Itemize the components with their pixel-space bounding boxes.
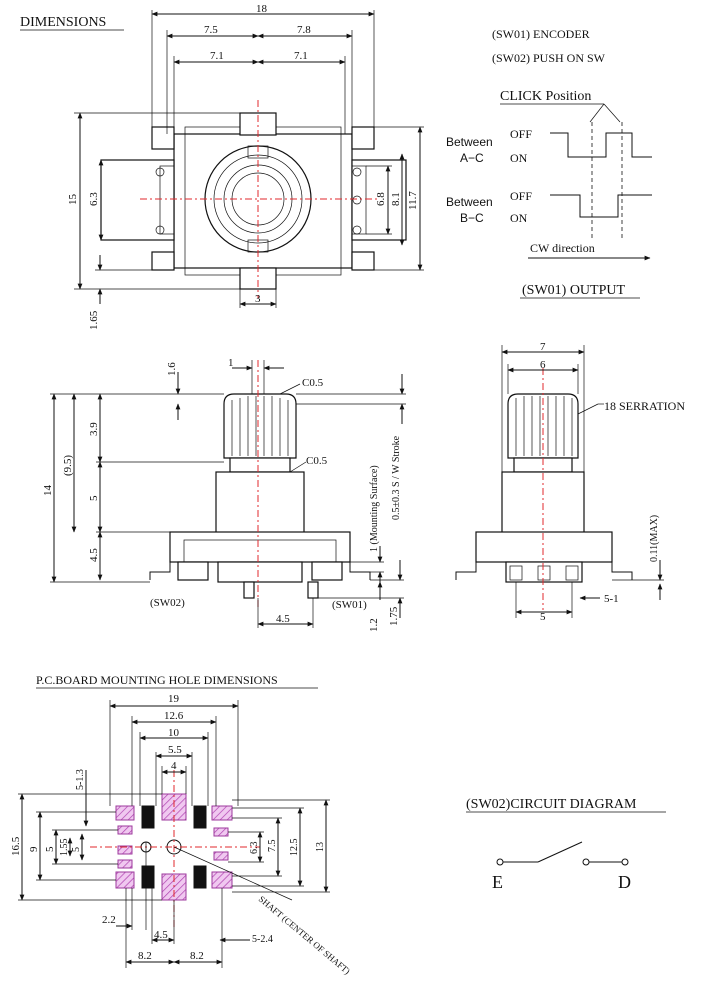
dim-label: 1.55: [59, 839, 70, 857]
chamfer-label-top: C0.5: [302, 377, 324, 389]
dim-label: 1.6: [166, 362, 178, 376]
between-bc-line1: Between: [446, 195, 493, 209]
terminal-e-label: E: [492, 872, 503, 892]
dim-label: 7.1: [294, 50, 308, 62]
dim-label: 3.9: [88, 422, 100, 436]
dimensions-title: DIMENSIONS: [20, 15, 106, 30]
serration-label: 18 SERRATION: [604, 399, 685, 413]
sw01-label: (SW01): [332, 599, 367, 611]
between-ac-line2: A−C: [460, 151, 484, 165]
dim-label: 5: [71, 847, 82, 852]
dim-label: 7.8: [297, 24, 311, 36]
sw02-label: (SW02): [150, 597, 185, 609]
dim-label: 18: [256, 3, 268, 15]
dim-label: 5: [540, 611, 546, 623]
dim-label: 6.8: [375, 192, 387, 206]
front-view: 1 1.6 C0.5 3.9 (9.5) 14 C0.5 5 4.5 0.5±0…: [42, 357, 406, 632]
on-label-b: ON: [510, 211, 528, 225]
dim-label: 1.2: [368, 618, 380, 632]
dim-label: 14: [42, 485, 54, 497]
dim-label: 12.5: [289, 839, 300, 857]
dim-label: 10: [168, 727, 180, 739]
dim-label: 1: [228, 357, 234, 369]
dim-label: 5.5: [168, 744, 182, 756]
pcb-layout: 19 12.6 10 5.5 4 5-1.3 16.5 9 5 1.55: [10, 693, 352, 976]
mounting-surface-label: 1 (Mounting Surface): [369, 465, 380, 552]
dim-label: 8.2: [190, 950, 204, 962]
dim-label: 6.3: [88, 192, 100, 206]
max-label: 0.11(MAX): [649, 515, 660, 562]
dim-label: 12.6: [164, 710, 184, 722]
dim-label: 7: [540, 341, 546, 353]
dim-label: 6: [540, 359, 546, 371]
click-position-label: CLICK Position: [500, 89, 591, 104]
cw-direction-label: CW direction: [530, 241, 595, 255]
dim-label: 1.65: [88, 310, 100, 330]
dim-label: 2.2: [102, 914, 116, 926]
terminal-d-label: D: [618, 872, 631, 892]
circuit-title: (SW02)CIRCUIT DIAGRAM: [466, 797, 637, 812]
off-label-a: OFF: [510, 127, 532, 141]
dim-label: 13: [315, 842, 326, 852]
dim-label: 5-1: [604, 593, 619, 605]
dim-label: 15: [67, 194, 79, 206]
side-view: 7 6 18 SERRATION 0.11(MAX) 5 5-1: [455, 341, 685, 623]
dim-label: 16.5: [10, 836, 22, 856]
dim-label: 8.1: [390, 192, 402, 206]
top-view: 18 7.5 7.8 7.1 7.1 15 6.3 6.8 8.1 11.7: [67, 3, 424, 330]
legend-sw01: (SW01) ENCODER: [492, 27, 590, 41]
dim-label: 5: [88, 495, 100, 501]
dim-label: 7.1: [210, 50, 224, 62]
dim-label: 4.5: [276, 613, 290, 625]
dim-label: (9.5): [62, 455, 74, 476]
dim-label: 8.2: [138, 950, 152, 962]
between-ac-line1: Between: [446, 135, 493, 149]
output-chart: CLICK Position Between A−C Between B−C O…: [446, 89, 652, 299]
dim-label: 5: [44, 846, 56, 852]
dim-label: 5-2.4: [252, 934, 273, 945]
pcb-title: P.C.BOARD MOUNTING HOLE DIMENSIONS: [36, 673, 278, 687]
stroke-label: 0.5±0.3 S / W Stroke: [391, 435, 402, 520]
dim-label: 19: [168, 693, 180, 705]
dim-label: 4.5: [88, 548, 100, 562]
dim-label: 3: [255, 293, 261, 305]
dim-label: 4: [171, 760, 177, 772]
circuit-diagram: (SW02)CIRCUIT DIAGRAM E D: [466, 797, 666, 892]
dim-label: 11.7: [407, 191, 419, 210]
on-label-a: ON: [510, 151, 528, 165]
dim-label: 4.5: [154, 929, 168, 941]
legend-sw02: (SW02) PUSH ON SW: [492, 51, 606, 65]
output-title: (SW01) OUTPUT: [522, 283, 625, 298]
dim-label: 9: [28, 846, 40, 852]
dim-label: 1.75: [388, 606, 400, 626]
dim-label: 7.5: [267, 840, 278, 853]
dim-label: 5-1.3: [75, 769, 86, 790]
dim-label: 6.3: [249, 842, 260, 855]
between-bc-line2: B−C: [460, 211, 484, 225]
chamfer-label-mid: C0.5: [306, 455, 328, 467]
off-label-b: OFF: [510, 189, 532, 203]
dim-label: 7.5: [204, 24, 218, 36]
